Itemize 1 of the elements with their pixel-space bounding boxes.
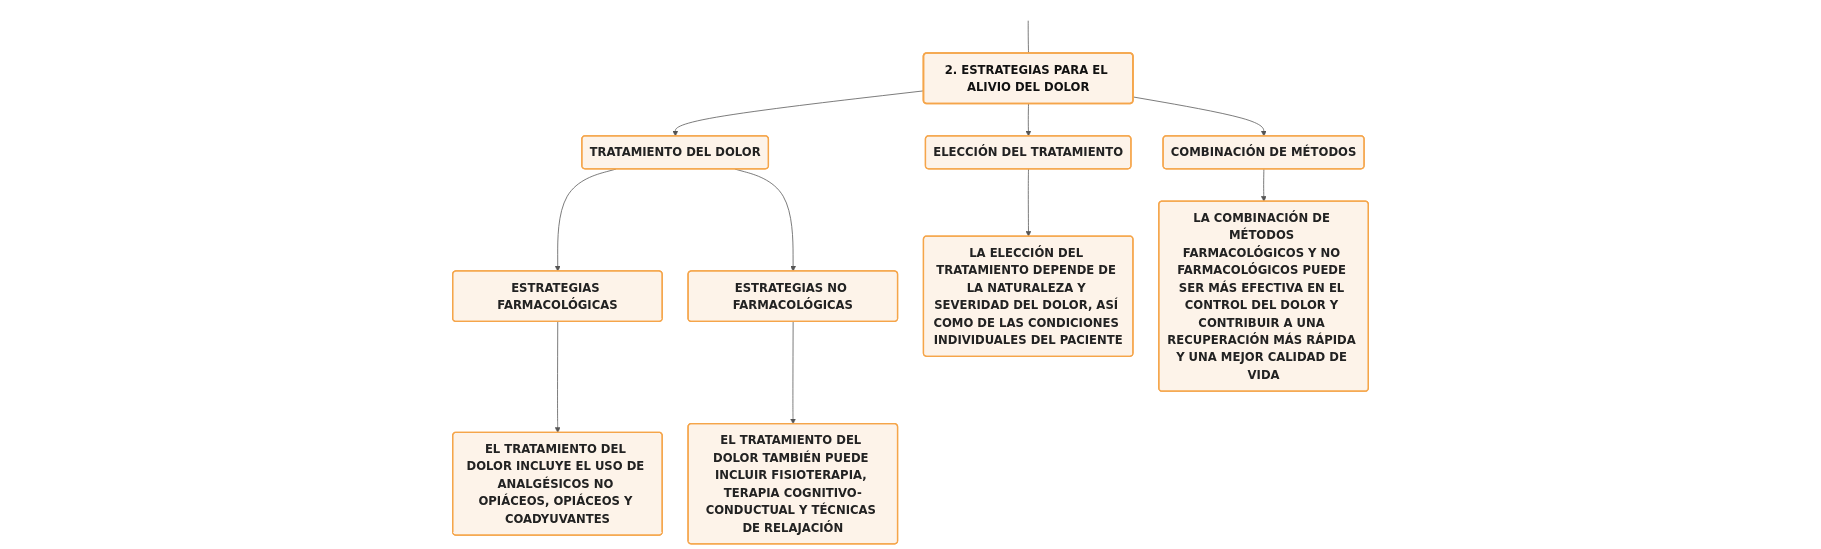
connector (1027, 20, 1029, 54)
